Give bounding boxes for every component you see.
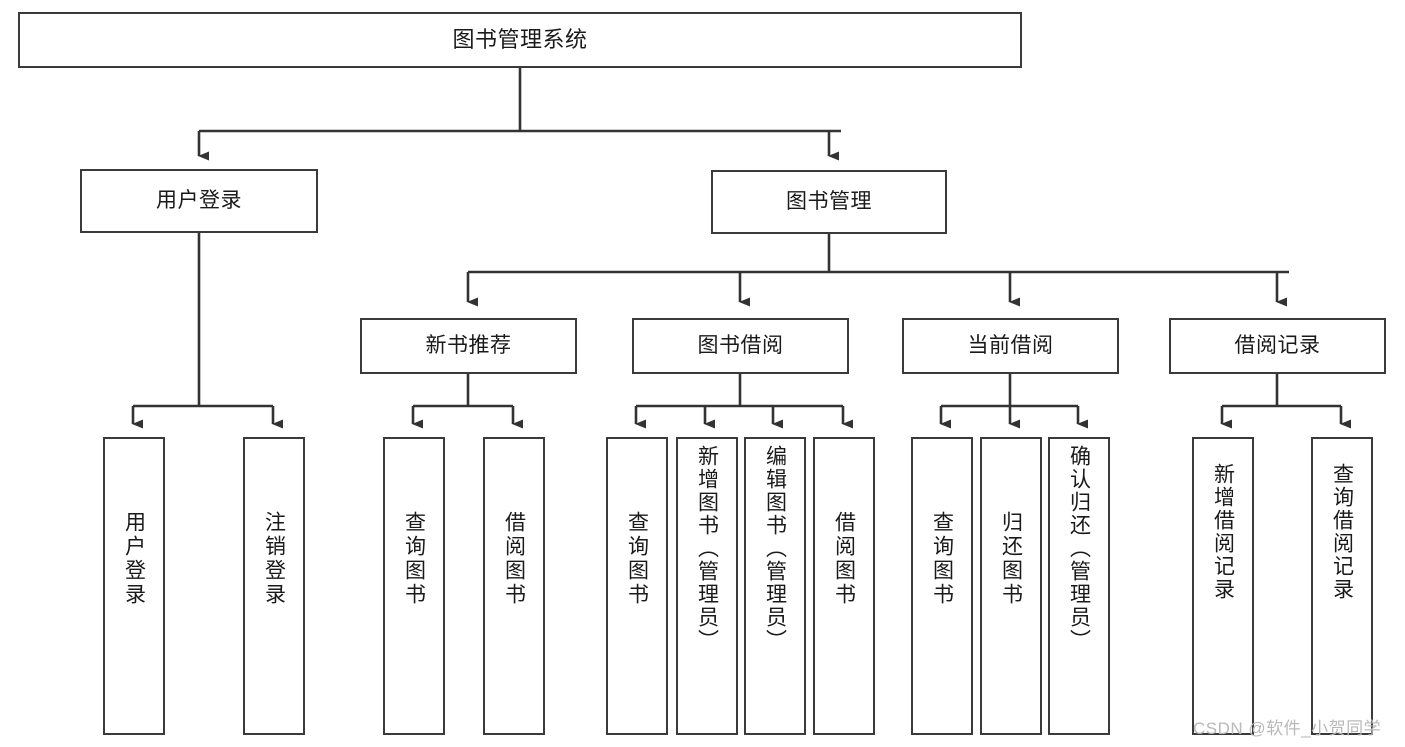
node-label: 注销登录 [262, 511, 286, 607]
leaf-query-borrow-record[interactable]: 查询借阅记录 [1311, 437, 1373, 735]
node-label: 编辑图书（管理员） [763, 445, 787, 652]
node-root-book-management-system[interactable]: 图书管理系统 [18, 12, 1022, 68]
leaf-logout-login[interactable]: 注销登录 [243, 437, 305, 735]
leaf-edit-book[interactable]: 编辑图书（管理员） [744, 437, 806, 735]
node-label: 借阅图书 [502, 511, 526, 607]
node-book-management[interactable]: 图书管理 [711, 170, 947, 234]
node-label: 查询图书 [402, 511, 426, 607]
leaf-borrow-book-recommend[interactable]: 借阅图书 [483, 437, 545, 735]
node-label: 借阅图书 [832, 511, 856, 607]
leaf-confirm-return[interactable]: 确认归还（管理员） [1048, 437, 1110, 735]
node-user-login[interactable]: 用户登录 [80, 169, 318, 233]
node-label: 图书管理 [786, 189, 872, 213]
leaf-borrow-book[interactable]: 借阅图书 [813, 437, 875, 735]
node-label: 当前借阅 [967, 333, 1054, 357]
node-label: 查询图书 [625, 511, 649, 607]
node-new-book-recommend[interactable]: 新书推荐 [360, 318, 577, 374]
node-borrow-record[interactable]: 借阅记录 [1169, 318, 1386, 374]
leaf-query-book-current[interactable]: 查询图书 [911, 437, 973, 735]
node-label: 新增图书（管理员） [695, 445, 719, 652]
node-label: 查询图书 [930, 511, 954, 607]
node-label: 图书管理系统 [452, 27, 588, 53]
node-book-borrow[interactable]: 图书借阅 [632, 318, 849, 374]
leaf-return-book[interactable]: 归还图书 [980, 437, 1042, 735]
node-label: 归还图书 [999, 511, 1023, 607]
node-label: 新书推荐 [425, 333, 512, 357]
node-label: 图书借阅 [697, 333, 784, 357]
node-label: 用户登录 [156, 188, 242, 212]
watermark-text: CSDN @软件_小贺同学 [1193, 719, 1382, 738]
node-label: 用户登录 [122, 511, 146, 607]
node-label: 借阅记录 [1234, 333, 1321, 357]
node-current-borrow[interactable]: 当前借阅 [902, 318, 1119, 374]
node-label: 新增借阅记录 [1211, 463, 1235, 601]
leaf-add-book[interactable]: 新增图书（管理员） [676, 437, 738, 735]
leaf-user-login[interactable]: 用户登录 [103, 437, 165, 735]
node-label: 查询借阅记录 [1330, 463, 1354, 601]
node-label: 确认归还（管理员） [1067, 445, 1091, 652]
leaf-query-book-recommend[interactable]: 查询图书 [383, 437, 445, 735]
leaf-query-book-borrow[interactable]: 查询图书 [606, 437, 668, 735]
leaf-add-borrow-record[interactable]: 新增借阅记录 [1192, 437, 1254, 735]
